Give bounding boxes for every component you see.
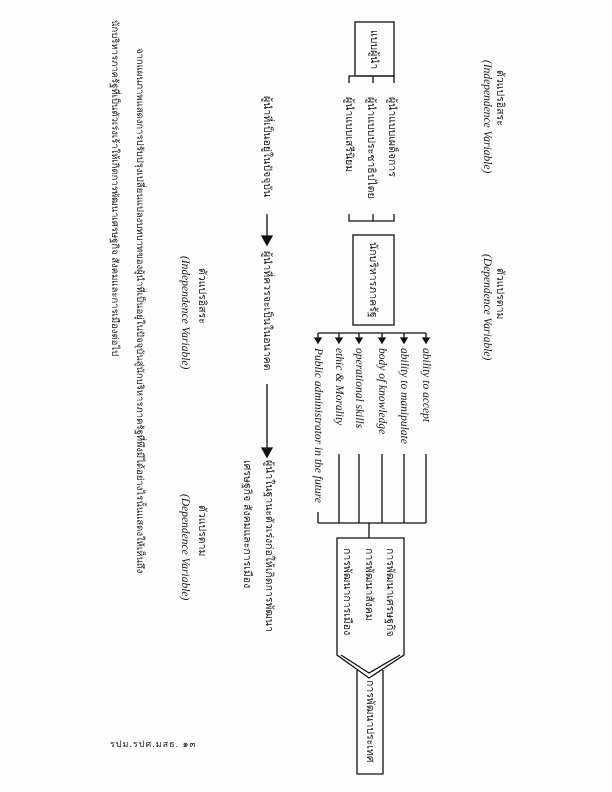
dependent-variable-label-th-lower: ตัวแปรตาม [196, 505, 208, 557]
admin-box-outline [352, 234, 395, 326]
independent-variable-label-en-lower: (Independence Variable) [179, 256, 191, 370]
attribute-item: Public administrator in the future [312, 348, 324, 503]
flow-step-catalyst-line2: เศรษฐกิจ สังคมและการเมือง [241, 460, 253, 589]
leader-type-democratic: ผู้นำแบบประชาธิปไตย [365, 97, 377, 199]
flow-step-current-leader: ผู้นำที่เป็นอยู่ในปัจจุบัน [261, 96, 273, 198]
dependent-variable-label-th: ตัวแปรตาม [494, 268, 506, 320]
page-footer: รปม.รปศ.มสธ. ๑๓ [110, 739, 197, 749]
attribute-item: ability to accept [420, 348, 432, 423]
flow-arrowhead-1 [260, 235, 274, 247]
attribute-item: ability to manipulate [398, 348, 410, 444]
dependent-variable-label-en: (Dependence Variable) [481, 254, 493, 361]
independent-variable-label-th: ตัวแปรอิสระ [494, 70, 506, 126]
leader-type-autocratic: ผู้นำแบบเผด็จการ [386, 97, 398, 177]
flow-arrowhead-2 [260, 447, 274, 459]
development-political: การพัฒนาการเมือง [341, 548, 353, 636]
attribute-item: operational skills [353, 348, 365, 429]
development-economic: การพัฒนาเศรษฐกิจ [384, 548, 396, 637]
attribute-item: ethic & Morality [333, 348, 345, 426]
development-social: การพัฒนาสังคม [363, 548, 375, 621]
dependent-variable-label-en-lower: (Dependence Variable) [179, 494, 191, 601]
leader-box-label: แบบผู้นำ [368, 30, 380, 70]
outcome-box-outline [356, 670, 384, 775]
independent-variable-label-th-lower: ตัวแปรอิสระ [196, 268, 208, 324]
flow-step-catalyst-line1: ผู้นำในฐานะตัวเร่งก่อให้เกิดการพัฒนา [263, 460, 275, 632]
admin-box-label: นักบริหารภาครัฐ [367, 242, 379, 318]
bracket-top [348, 75, 395, 83]
paragraph-line-2: นักบริหารภาครัฐที่เป็นตัวเร่งเร้าให้เกิด… [109, 20, 120, 357]
development-box-outline [336, 537, 405, 679]
leader-type-laissez-faire: ผู้นำแบบเสรีนิยม [343, 97, 355, 173]
paragraph-line-1: จากแผนภาพแสดงการปรับปรุงเปลี่ยนแปลงบทบาท… [134, 48, 145, 574]
attribute-item: body of knowledge [376, 348, 388, 435]
attribute-bar-bottom [317, 454, 427, 538]
flow-step-future-leader: ผู้นำที่ควรจะเป็นในอนาคต [261, 251, 273, 371]
bracket-bottom [348, 214, 395, 222]
outcome-box-label: การพัฒนาประเทศ [364, 680, 376, 763]
attribute-arrows [313, 333, 431, 345]
independent-variable-label-en: (Independence Variable) [481, 60, 493, 174]
development-chevron-inner [340, 654, 401, 674]
